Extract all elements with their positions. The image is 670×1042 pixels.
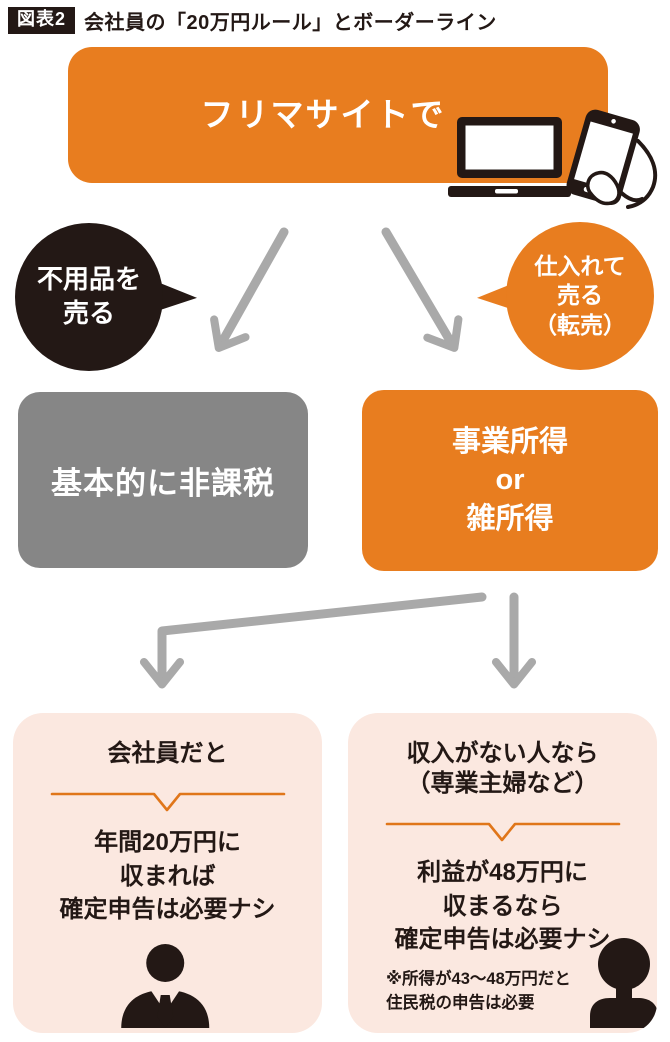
divider-brace-icon bbox=[385, 822, 620, 842]
resale-bubble: 仕入れて 売る （転売） bbox=[506, 222, 654, 370]
devices-illustration bbox=[442, 103, 667, 215]
arrow-to-employee-outcome bbox=[139, 592, 487, 689]
resident-tax-note: ※所得が43～48万円だと 住民税の申告は必要 bbox=[386, 969, 571, 1012]
business-income-label: 事業所得 or 雑所得 bbox=[451, 426, 568, 535]
businessman-icon bbox=[119, 944, 211, 1033]
nontaxable-label: 基本的に非課税 bbox=[51, 465, 275, 501]
no-income-heading: 収入がない人なら （専業主婦など） bbox=[406, 740, 599, 797]
nontaxable-box: 基本的に非課税 bbox=[18, 392, 308, 568]
no-income-rule-text: 利益が48万円に 収まるなら 確定申告は必要ナシ bbox=[394, 859, 611, 954]
employee-heading: 会社員だと bbox=[107, 740, 228, 767]
flea-market-box: フリマサイトで bbox=[68, 47, 608, 183]
figure-number-badge: 図表2 bbox=[8, 7, 76, 34]
employee-outcome-card: 会社員だと 年間20万円に 収まれば 確定申告は必要ナシ bbox=[13, 713, 322, 1033]
laptop-icon bbox=[448, 117, 571, 197]
arrow-to-business-income bbox=[381, 227, 463, 352]
divider-brace-icon bbox=[50, 792, 285, 812]
figure-header: 図表2 会社員の「20万円ルール」とボーダーライン bbox=[8, 6, 497, 35]
arrow-to-nontaxable bbox=[210, 227, 289, 352]
employee-rule-text: 年間20万円に 収まれば 確定申告は必要ナシ bbox=[59, 829, 276, 924]
smartphone-in-hand-icon bbox=[566, 109, 658, 209]
figure-title: 会社員の「20万円ルール」とボーダーライン bbox=[84, 12, 497, 34]
no-income-outcome-card: 収入がない人なら （専業主婦など） 利益が48万円に 収まるなら 確定申告は必要… bbox=[348, 713, 657, 1033]
business-income-box: 事業所得 or 雑所得 bbox=[362, 390, 658, 571]
person-icon bbox=[586, 938, 657, 1033]
flea-market-label: フリマサイトで bbox=[200, 96, 446, 133]
sell-unused-label: 不用品を 売る bbox=[36, 264, 141, 328]
resale-label: 仕入れて 売る （転売） bbox=[534, 252, 626, 338]
sell-unused-bubble: 不用品を 売る bbox=[15, 223, 163, 371]
